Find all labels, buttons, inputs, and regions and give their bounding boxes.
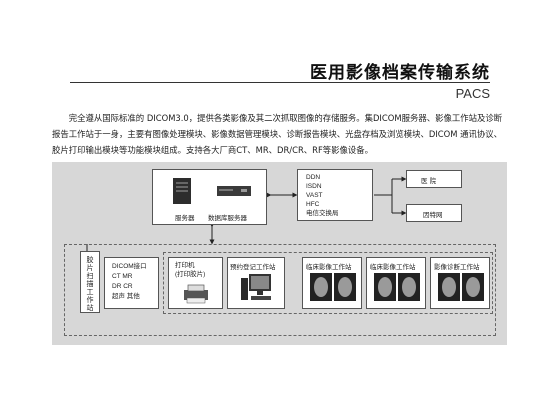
printer-line-1: 打印机 xyxy=(175,262,195,269)
hospital-label: 医 院 xyxy=(421,177,437,185)
internet-box: 因特网 xyxy=(406,204,462,222)
network-box: DDN ISDN VAST HFC 电信交换局 xyxy=(297,169,373,221)
dicom-interface-box: DICOM接口 CT MR DR CR 超声 其他 xyxy=(104,257,159,309)
server-label: 服务器 xyxy=(175,214,195,222)
clinical-station-2-box: 临床影像工作站 xyxy=(366,257,426,309)
network-line-3: VAST xyxy=(306,192,323,199)
clinical-ws-2-label: 临床影像工作站 xyxy=(370,263,416,271)
server-box: 服务器 数据库服务器 xyxy=(152,169,267,225)
server-tower-icon xyxy=(173,178,191,204)
network-line-1: DDN xyxy=(306,174,321,181)
registration-label: 预约登记工作站 xyxy=(230,263,276,271)
workstation-lan-area xyxy=(64,244,496,336)
network-line-4: HFC xyxy=(306,201,320,208)
dicom-line-3: DR CR xyxy=(112,283,133,290)
dicom-line-2: CT MR xyxy=(112,273,133,280)
diagnosis-ws-label: 影像诊断工作站 xyxy=(434,263,480,271)
page-subtitle: PACS xyxy=(455,86,490,101)
description-paragraph: 完全遵从国际标准的 DICOM3.0，提供各类影像及其二次抓取图像的存储服务。集… xyxy=(52,113,503,155)
db-server-label: 数据库服务器 xyxy=(208,214,247,222)
desktop-computer-icon xyxy=(241,274,271,300)
internet-label: 因特网 xyxy=(423,211,443,219)
page-title: 医用影像档案传输系统 xyxy=(310,63,490,83)
printer-box: 打印机 (打印胶片) xyxy=(168,257,223,309)
clinical-ws-1-label: 临床影像工作站 xyxy=(306,263,352,271)
title-rule xyxy=(70,82,490,83)
xray-monitor-pair-icon xyxy=(438,273,484,301)
printer-icon xyxy=(184,284,208,304)
rack-server-icon xyxy=(217,186,251,196)
pacs-diagram: 服务器 数据库服务器 DDN ISDN VAST HFC 电信交换局 医 院 因… xyxy=(52,162,507,345)
printer-line-2: (打印胶片) xyxy=(175,271,206,278)
dicom-line-4: 超声 其他 xyxy=(112,293,140,300)
network-line-5: 电信交换局 xyxy=(306,210,339,217)
network-line-2: ISDN xyxy=(306,183,322,190)
film-scan-station-box: 胶片扫描工作站 xyxy=(80,251,100,313)
diagnosis-station-box: 影像诊断工作站 xyxy=(430,257,490,309)
registration-station-box: 预约登记工作站 xyxy=(227,257,285,309)
dicom-line-1: DICOM接口 xyxy=(112,263,147,270)
xray-monitor-pair-icon xyxy=(310,273,356,301)
clinical-station-1-box: 临床影像工作站 xyxy=(302,257,362,309)
xray-monitor-pair-icon xyxy=(374,273,420,301)
film-scan-label: 胶片扫描工作站 xyxy=(86,256,94,312)
workstation-group xyxy=(163,252,493,314)
connector-lines xyxy=(80,176,407,275)
hospital-box: 医 院 xyxy=(406,170,462,188)
